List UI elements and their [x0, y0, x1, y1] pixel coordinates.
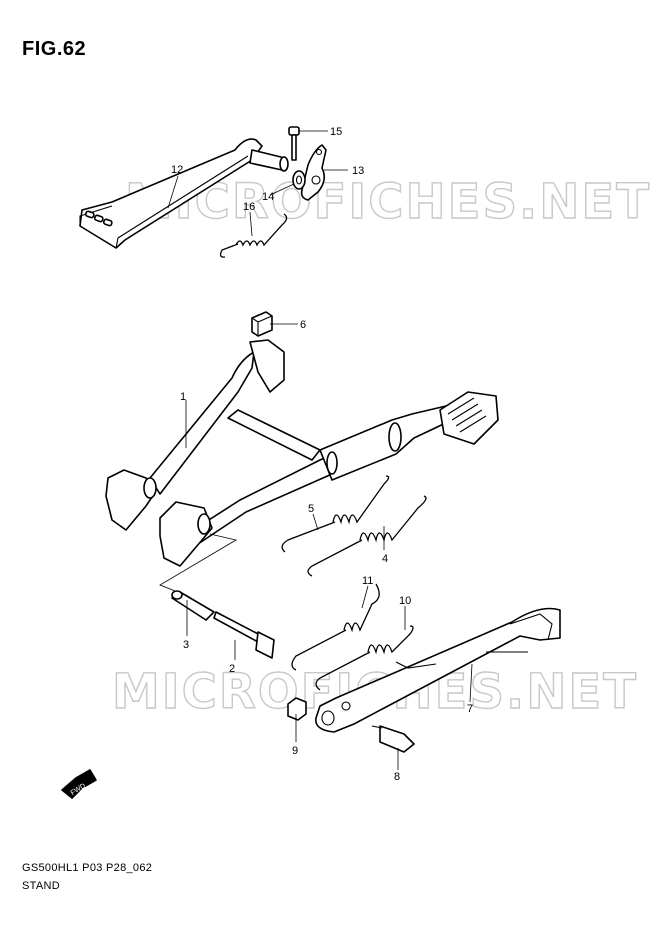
leader-lines — [167, 130, 473, 770]
forward-arrow-icon: FWD — [61, 769, 97, 799]
callout-12: 12 — [171, 164, 183, 176]
brake-spring-part — [219, 213, 288, 258]
callout-10: 10 — [399, 595, 411, 607]
callout-2: 2 — [229, 663, 235, 675]
pivot-bolt-part — [371, 725, 415, 753]
brake-pedal-part — [79, 138, 289, 249]
callout-6: 6 — [300, 319, 306, 331]
stopper-cap-part — [251, 311, 273, 337]
callout-11: 11 — [362, 575, 373, 587]
callout-13: 13 — [352, 165, 364, 177]
center-stand-part — [105, 339, 499, 597]
callout-4: 4 — [382, 553, 388, 565]
side-stand-spring-part — [291, 583, 380, 671]
callout-7: 7 — [467, 703, 473, 715]
figure-title: FIG.62 — [22, 38, 87, 60]
collar-part — [171, 590, 215, 621]
callout-14: 14 — [262, 191, 274, 203]
stand-spring-outer-part — [307, 495, 427, 577]
callout-9: 9 — [292, 745, 298, 757]
nut-part — [287, 697, 307, 721]
stand-bolt-part — [213, 611, 275, 659]
washer-part — [292, 170, 306, 190]
stand-spring-inner-part — [281, 475, 390, 553]
brake-lever-part — [300, 144, 327, 201]
callout-1: 1 — [180, 391, 186, 403]
callout-5: 5 — [308, 503, 314, 515]
side-stand-spring-second-part — [315, 625, 414, 691]
callout-16: 16 — [243, 201, 255, 213]
footer-section: STAND — [22, 880, 60, 892]
side-stand-part — [315, 607, 561, 733]
callout-3: 3 — [183, 639, 189, 651]
callout-8: 8 — [394, 771, 400, 783]
lever-bolt-part — [288, 126, 300, 161]
callout-15: 15 — [330, 126, 342, 138]
footer-code: GS500HL1 P03 P28_062 — [22, 862, 153, 874]
